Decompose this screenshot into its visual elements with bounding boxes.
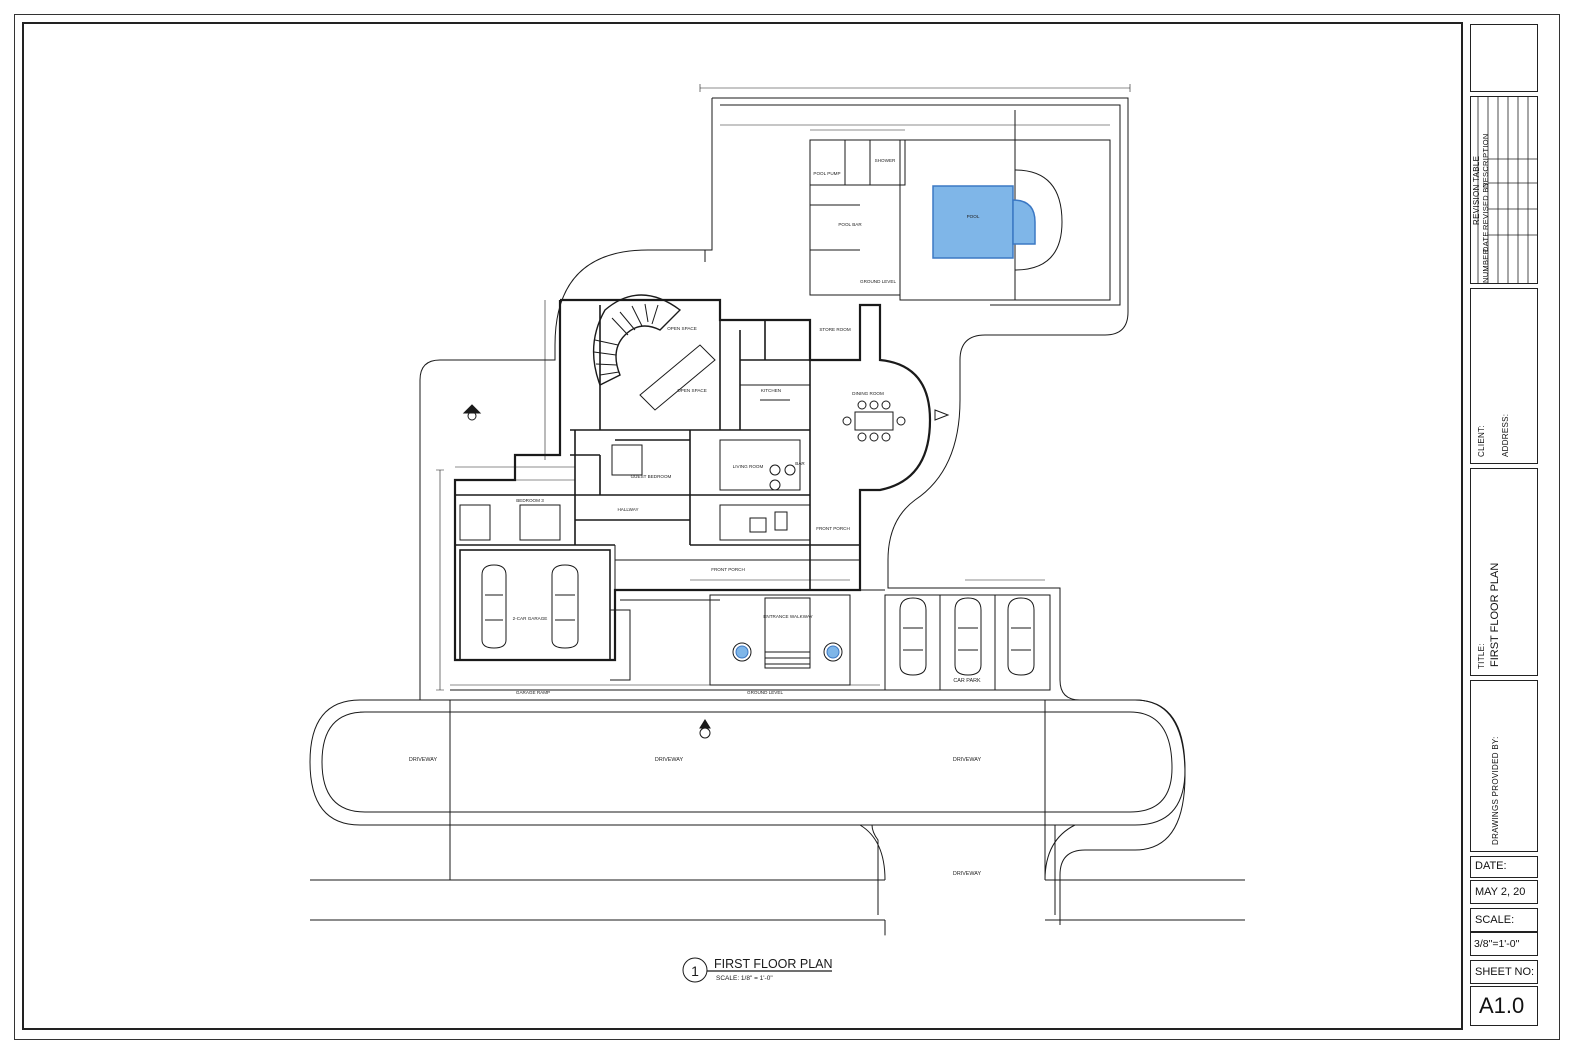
revision-grid [1477,97,1537,283]
scale-label: SCALE: [1475,914,1515,926]
room-label-garage-ramp: GARAGE RAMP [516,690,550,695]
room-label-bar: BAR [795,461,805,466]
revision-col-description: DESCRIPTION [1481,133,1490,188]
room-label-garage: 2-CAR GARAGE [513,616,548,621]
pool [932,185,1014,259]
sheet-label-box: SHEET NO: [1470,960,1538,984]
site-labels: CAR PARK DRIVEWAY DRIVEWAY DRIVEWAY DRIV… [409,678,982,877]
car-icons-garage [481,564,579,649]
pool-spa-arc [1014,169,1063,271]
room-label-hallway: HALLWAY [617,507,638,512]
label-driveway-2: DRIVEWAY [655,757,684,763]
label-driveway-3: DRIVEWAY [953,757,982,763]
sheet-inner-border [22,22,1463,1030]
room-label-living-room: LIVING ROOM [733,464,764,469]
revision-col-number: NUMBER [1481,248,1490,283]
room-label-front-porch-side: FRONT PORCH [816,526,850,531]
plan-linework [309,84,1245,936]
title-box: TITLE: FIRST FLOOR PLAN [1470,468,1538,676]
drawings-provided-label: DRAWINGS PROVIDED BY: [1491,736,1500,845]
sheet-value: A1.0 [1479,993,1525,1018]
room-label-pool: POOL [967,214,980,219]
room-label-shower: SHOWER [875,158,896,163]
sheet-label: SHEET NO: [1475,966,1535,978]
room-label-kitchen: KITCHEN [761,388,781,393]
title-label: TITLE: [1477,643,1486,669]
scale-value-box: 3/8"=1'-0" [1470,932,1538,956]
label-car-park: CAR PARK [953,678,981,684]
car-park-outline [884,594,1051,691]
sheet-value-box: A1.0 [1470,986,1538,1026]
revision-table: REVISION TABLE NUMBER DATE REVISED BY DE… [1470,96,1538,284]
scale-label-box: SCALE: [1470,908,1538,932]
lower-driveway [310,824,1245,936]
date-label-box: DATE: [1470,856,1538,878]
site-boundary-left [419,98,713,700]
title-value: FIRST FLOOR PLAN [1489,562,1501,667]
room-label-dining-room: DINING ROOM [852,391,884,396]
room-label-front-porch-main: FRONT PORCH [711,567,745,572]
client-box: CLIENT: ADDRESS: [1470,288,1538,464]
room-labels: POOL PUMP SHOWER POOL BAR POOL GROUND LE… [513,158,980,695]
label-driveway-4: DRIVEWAY [953,871,982,877]
sheet-outer-border [14,14,1560,1040]
room-label-bedroom: BEDROOM 3 [516,498,544,503]
plan-callout-number: 1 [691,963,699,979]
revision-col-date: DATE [1481,231,1490,252]
client-label: CLIENT: [1477,425,1486,457]
scale-value: 3/8"=1'-0" [1474,938,1520,950]
driveway-loop-outer [309,699,1186,826]
plan-title: FIRST FLOOR PLAN [714,957,833,971]
date-value-box: MAY 2, 20 [1470,880,1538,904]
revision-col-revised-by: REVISED BY [1481,181,1490,230]
garage-outline [459,549,611,661]
driveway-loop-inner [321,711,1173,813]
room-label-entrance-walkway: ENTRANCE WALKWAY [763,614,812,619]
plan-scale-note: SCALE: 1/8" = 1'-0" [716,975,773,982]
dining-table [854,411,894,431]
room-label-store-room: STORE ROOM [819,327,850,332]
dimension-lines [360,84,1131,713]
plan-title-block: 1 FIRST FLOOR PLAN SCALE: 1/8" = 1'-0" [682,957,833,983]
room-label-open-space-lower: OPEN SPACE [677,388,707,393]
pool-spa [1012,199,1036,245]
room-label-guest-bedroom: GUEST BEDROOM [631,474,672,479]
address-label: ADDRESS: [1501,413,1510,457]
spiral-stair [592,294,682,386]
date-label: DATE: [1475,860,1507,872]
room-label-open-space-upper: OPEN SPACE [667,326,697,331]
room-label-ground-level: GROUND LEVEL [860,279,896,284]
room-label-ground-level-front: GROUND LEVEL [747,690,783,695]
label-driveway-1: DRIVEWAY [409,757,438,763]
drawings-provided-box: DRAWINGS PROVIDED BY: [1470,680,1538,852]
site-boundary [712,97,1186,925]
date-value: MAY 2, 20 [1475,886,1526,898]
room-label-pool-bar: POOL BAR [838,222,862,227]
car-icons-car-park [899,597,1035,676]
room-label-pool-pump: POOL PUMP [813,171,840,176]
revision-table-title: REVISION TABLE [1472,155,1481,225]
title-block-logo-box [1470,24,1538,92]
